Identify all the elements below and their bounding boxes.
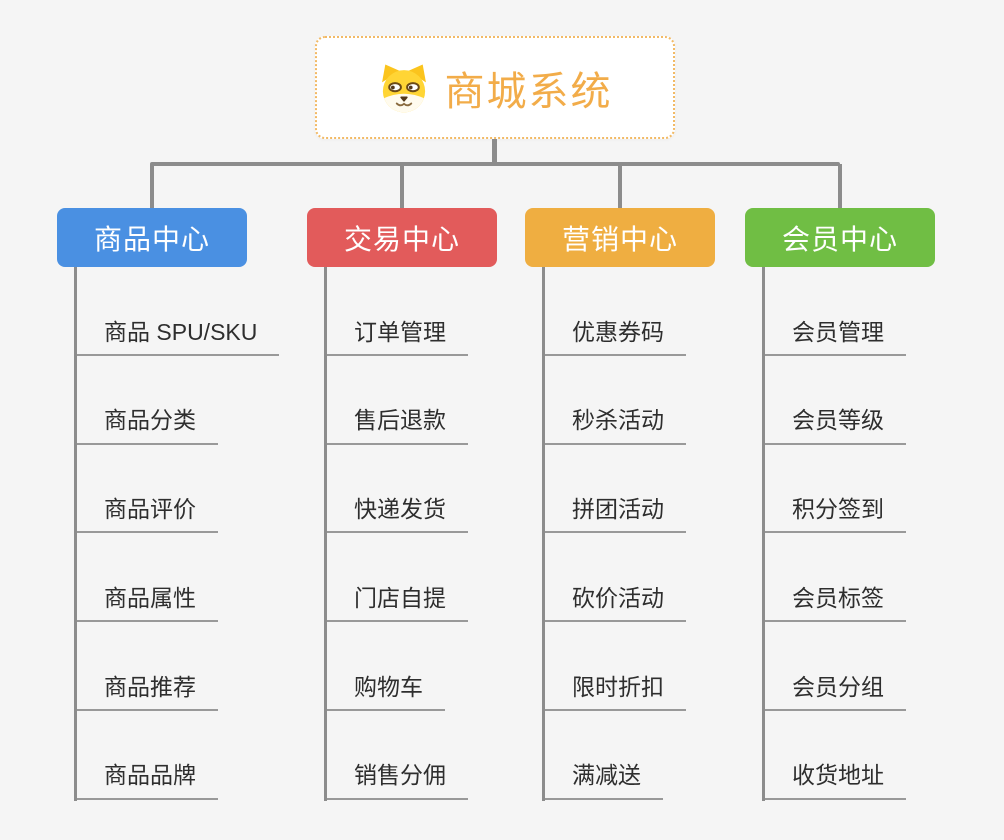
root-topic-title: 商城系统 — [444, 69, 613, 114]
branch-node-marketing[interactable]: 营销中心 — [525, 208, 715, 267]
branch-node-products[interactable]: 商品中心 — [57, 208, 247, 267]
leaf-topic[interactable]: 收货地址 — [762, 763, 906, 800]
leaf-topic[interactable]: 秒杀活动 — [542, 408, 686, 445]
branch-trunk-line — [542, 267, 545, 801]
branch-children-marketing: 优惠券码 秒杀活动 拼团活动 砍价活动 限时折扣 满减送 — [525, 267, 775, 801]
leaf-topic[interactable]: 积分签到 — [762, 496, 906, 534]
root-connector-stub — [492, 139, 497, 164]
leaf-topic[interactable]: 商品推荐 — [74, 674, 218, 711]
branch-trunk-line — [324, 267, 327, 801]
branch-node-members[interactable]: 会员中心 — [745, 208, 935, 267]
leaf-topic[interactable]: 会员等级 — [762, 408, 906, 445]
leaf-topic[interactable]: 会员标签 — [762, 585, 906, 623]
branch-node-trade[interactable]: 交易中心 — [307, 208, 497, 267]
branch-trunk-line — [74, 267, 77, 801]
leaf-topic[interactable]: 商品属性 — [74, 585, 218, 623]
root-topic[interactable]: 商城系统 — [315, 36, 675, 139]
leaf-topic[interactable]: 商品 SPU/SKU — [74, 319, 280, 356]
leaf-topic[interactable]: 快递发货 — [324, 496, 468, 534]
leaf-topic[interactable]: 销售分佣 — [324, 763, 468, 800]
leaf-topic[interactable]: 会员管理 — [762, 319, 906, 356]
branch-children-members: 会员管理 会员等级 积分签到 会员标签 会员分组 收货地址 — [745, 267, 995, 801]
branch-drop-line — [400, 164, 404, 208]
leaf-topic[interactable]: 商品分类 — [74, 408, 218, 445]
branch-drop-line — [150, 164, 154, 208]
branch-trunk-line — [762, 267, 765, 801]
leaf-topic[interactable]: 门店自提 — [324, 585, 468, 623]
branch-children-products: 商品 SPU/SKU 商品分类 商品评价 商品属性 商品推荐 商品品牌 — [57, 267, 307, 801]
branch-label: 会员中心 — [781, 223, 898, 255]
branch-drop-line — [618, 164, 622, 208]
leaf-topic[interactable]: 满减送 — [542, 763, 663, 800]
leaf-topic[interactable]: 商品品牌 — [74, 763, 218, 800]
leaf-topic[interactable]: 会员分组 — [762, 674, 906, 711]
leaf-topic[interactable]: 砍价活动 — [542, 585, 686, 623]
leaf-topic[interactable]: 优惠券码 — [542, 319, 686, 356]
leaf-topic[interactable]: 订单管理 — [324, 319, 468, 356]
leaf-topic[interactable]: 商品评价 — [74, 496, 218, 534]
branch-label: 商品中心 — [93, 223, 210, 255]
leaf-topic[interactable]: 购物车 — [324, 674, 445, 711]
doge-dog-face-icon — [381, 63, 426, 112]
leaf-topic[interactable]: 限时折扣 — [542, 674, 686, 711]
branch-children-trade: 订单管理 售后退款 快递发货 门店自提 购物车 销售分佣 — [307, 267, 557, 801]
branch-drop-line — [838, 164, 842, 208]
branch-bus-line — [150, 162, 840, 166]
branch-label: 交易中心 — [343, 223, 460, 255]
leaf-topic[interactable]: 售后退款 — [324, 408, 468, 445]
branch-label: 营销中心 — [561, 223, 678, 255]
leaf-topic[interactable]: 拼团活动 — [542, 496, 686, 534]
